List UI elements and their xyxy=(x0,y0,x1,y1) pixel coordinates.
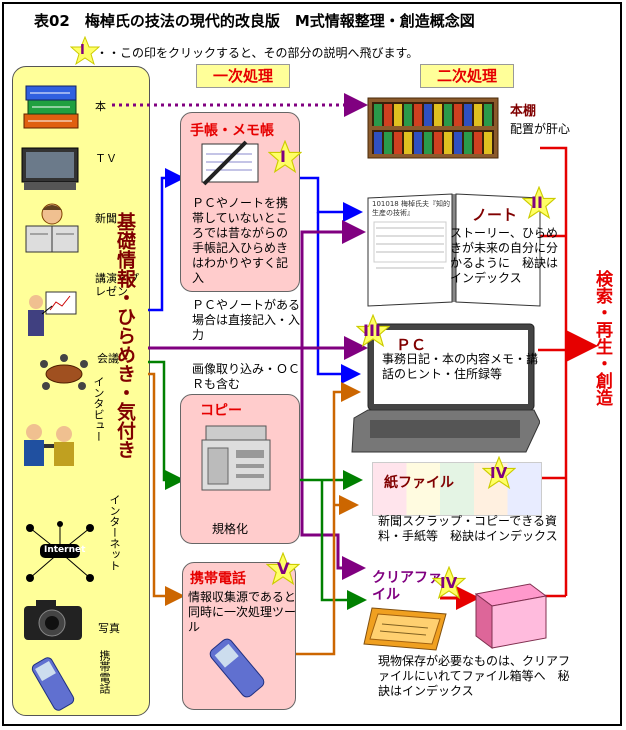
mobile-star-label: V xyxy=(277,559,290,578)
notebook-star-label: II xyxy=(531,193,543,212)
mobile-title: 携帯電話 xyxy=(190,571,246,587)
mobile-text: 情報収集源であると同時に一次処理ツール xyxy=(188,590,297,634)
right-vertical-label: 検索・再生・創造 xyxy=(592,270,612,406)
source-newspaper-label: 新聞 xyxy=(95,212,117,225)
paper-file-star-icon[interactable]: IV xyxy=(481,455,517,490)
file-box-icon xyxy=(470,574,550,656)
page-title: 表02 梅棹氏の技法の現代的改良版 M式情報整理・創造概念図 xyxy=(34,12,475,30)
clear-file-folder-icon xyxy=(362,604,452,658)
paper-file-star-label: IV xyxy=(490,464,508,482)
internet-logo-text: Internet xyxy=(44,545,86,555)
copier-icon xyxy=(196,420,276,504)
copy-text: 規格化 xyxy=(212,522,249,536)
bookshelf-text: 配置が肝心 xyxy=(510,122,571,136)
clear-file-text: 現物保存が必要なものは、クリアファイルにいれてファイル箱等へ 秘訣はインデックス xyxy=(378,654,571,698)
header-primary: 一次処理 xyxy=(196,64,290,88)
legend-star-icon[interactable]: I xyxy=(69,35,101,66)
clear-file-star-label: IV xyxy=(440,574,458,592)
memo-star-icon[interactable]: I xyxy=(267,139,303,174)
source-meeting-label: 会議 xyxy=(97,352,119,365)
interview-icon xyxy=(18,420,82,474)
memo-star-label: I xyxy=(280,147,286,166)
open-notebook-icon xyxy=(364,190,544,312)
source-internet-label: インターネット xyxy=(108,494,121,571)
source-phone-label: 携帯電話 xyxy=(98,650,111,694)
bookshelf-title: 本棚 xyxy=(510,104,537,119)
pc-text: 事務日記・本の内容メモ・講話のヒント・住所録等 xyxy=(382,352,539,381)
presenter-icon xyxy=(22,290,78,344)
camera-icon xyxy=(22,596,84,648)
paper-file-icon xyxy=(372,462,542,516)
left-vertical-label: 基礎情報・ひらめき・気付き xyxy=(114,212,136,459)
memo-box[interactable] xyxy=(180,112,300,292)
notebook-star-icon[interactable]: II xyxy=(521,185,557,220)
notebook-text: ストーリー、ひらめきが未来の自分に分かるように 秘訣はインデックス xyxy=(450,226,559,285)
legend-star-label: I xyxy=(80,43,85,58)
notebook-page-heading: 101018 梅棹氏夫『知的生産の技術』 xyxy=(372,200,450,217)
book-icon xyxy=(20,80,82,138)
header-secondary: 二次処理 xyxy=(420,64,514,88)
source-photo-label: 写真 xyxy=(98,622,120,635)
mobile-phone-icon xyxy=(28,654,78,718)
mobile-star-icon[interactable]: V xyxy=(265,551,301,586)
pc-star-label: III xyxy=(363,321,381,340)
pc-direct-note: ＰＣやノートがある場合は直接記入・入力 xyxy=(192,298,301,342)
source-book-label: 本 xyxy=(95,100,106,113)
memo-title: 手帳・メモ帳 xyxy=(190,123,274,139)
mobile-box-phone-icon xyxy=(202,636,272,704)
paper-file-title: 紙ファイル xyxy=(384,475,454,491)
clear-file-title: クリアファイル xyxy=(372,570,442,603)
clear-file-star-icon[interactable]: IV xyxy=(431,565,467,600)
notebook-pen-icon xyxy=(196,138,266,190)
source-tv-label: ＴＶ xyxy=(95,152,117,165)
pc-star-icon[interactable]: III xyxy=(355,313,391,348)
memo-text: ＰＣやノートを携帯していないところでは昔ながらの手帳記入ひらめきはわかりやすく記… xyxy=(192,196,289,285)
notebook-title: ノート xyxy=(472,206,518,224)
copy-title: コピー xyxy=(200,403,242,419)
tv-icon xyxy=(20,146,82,196)
source-interview-label: インタビュー xyxy=(92,376,105,442)
source-lecture-label: 講演・プレゼン xyxy=(95,272,139,298)
newspaper-reader-icon xyxy=(22,200,82,258)
paper-file-text: 新聞スクラップ・コピーできる資料・手紙等 秘訣はインデックス xyxy=(378,514,558,543)
legend-text: ・・この印をクリックすると、その部分の説明へ飛びます。 xyxy=(96,46,419,60)
internet-icon: Internet xyxy=(24,520,96,588)
pc-title: ＰＣ xyxy=(396,336,427,354)
meeting-icon xyxy=(36,350,92,398)
ocr-note: 画像取り込み・ＯＣＲも含む xyxy=(192,362,301,391)
bookshelf-icon xyxy=(366,96,500,164)
